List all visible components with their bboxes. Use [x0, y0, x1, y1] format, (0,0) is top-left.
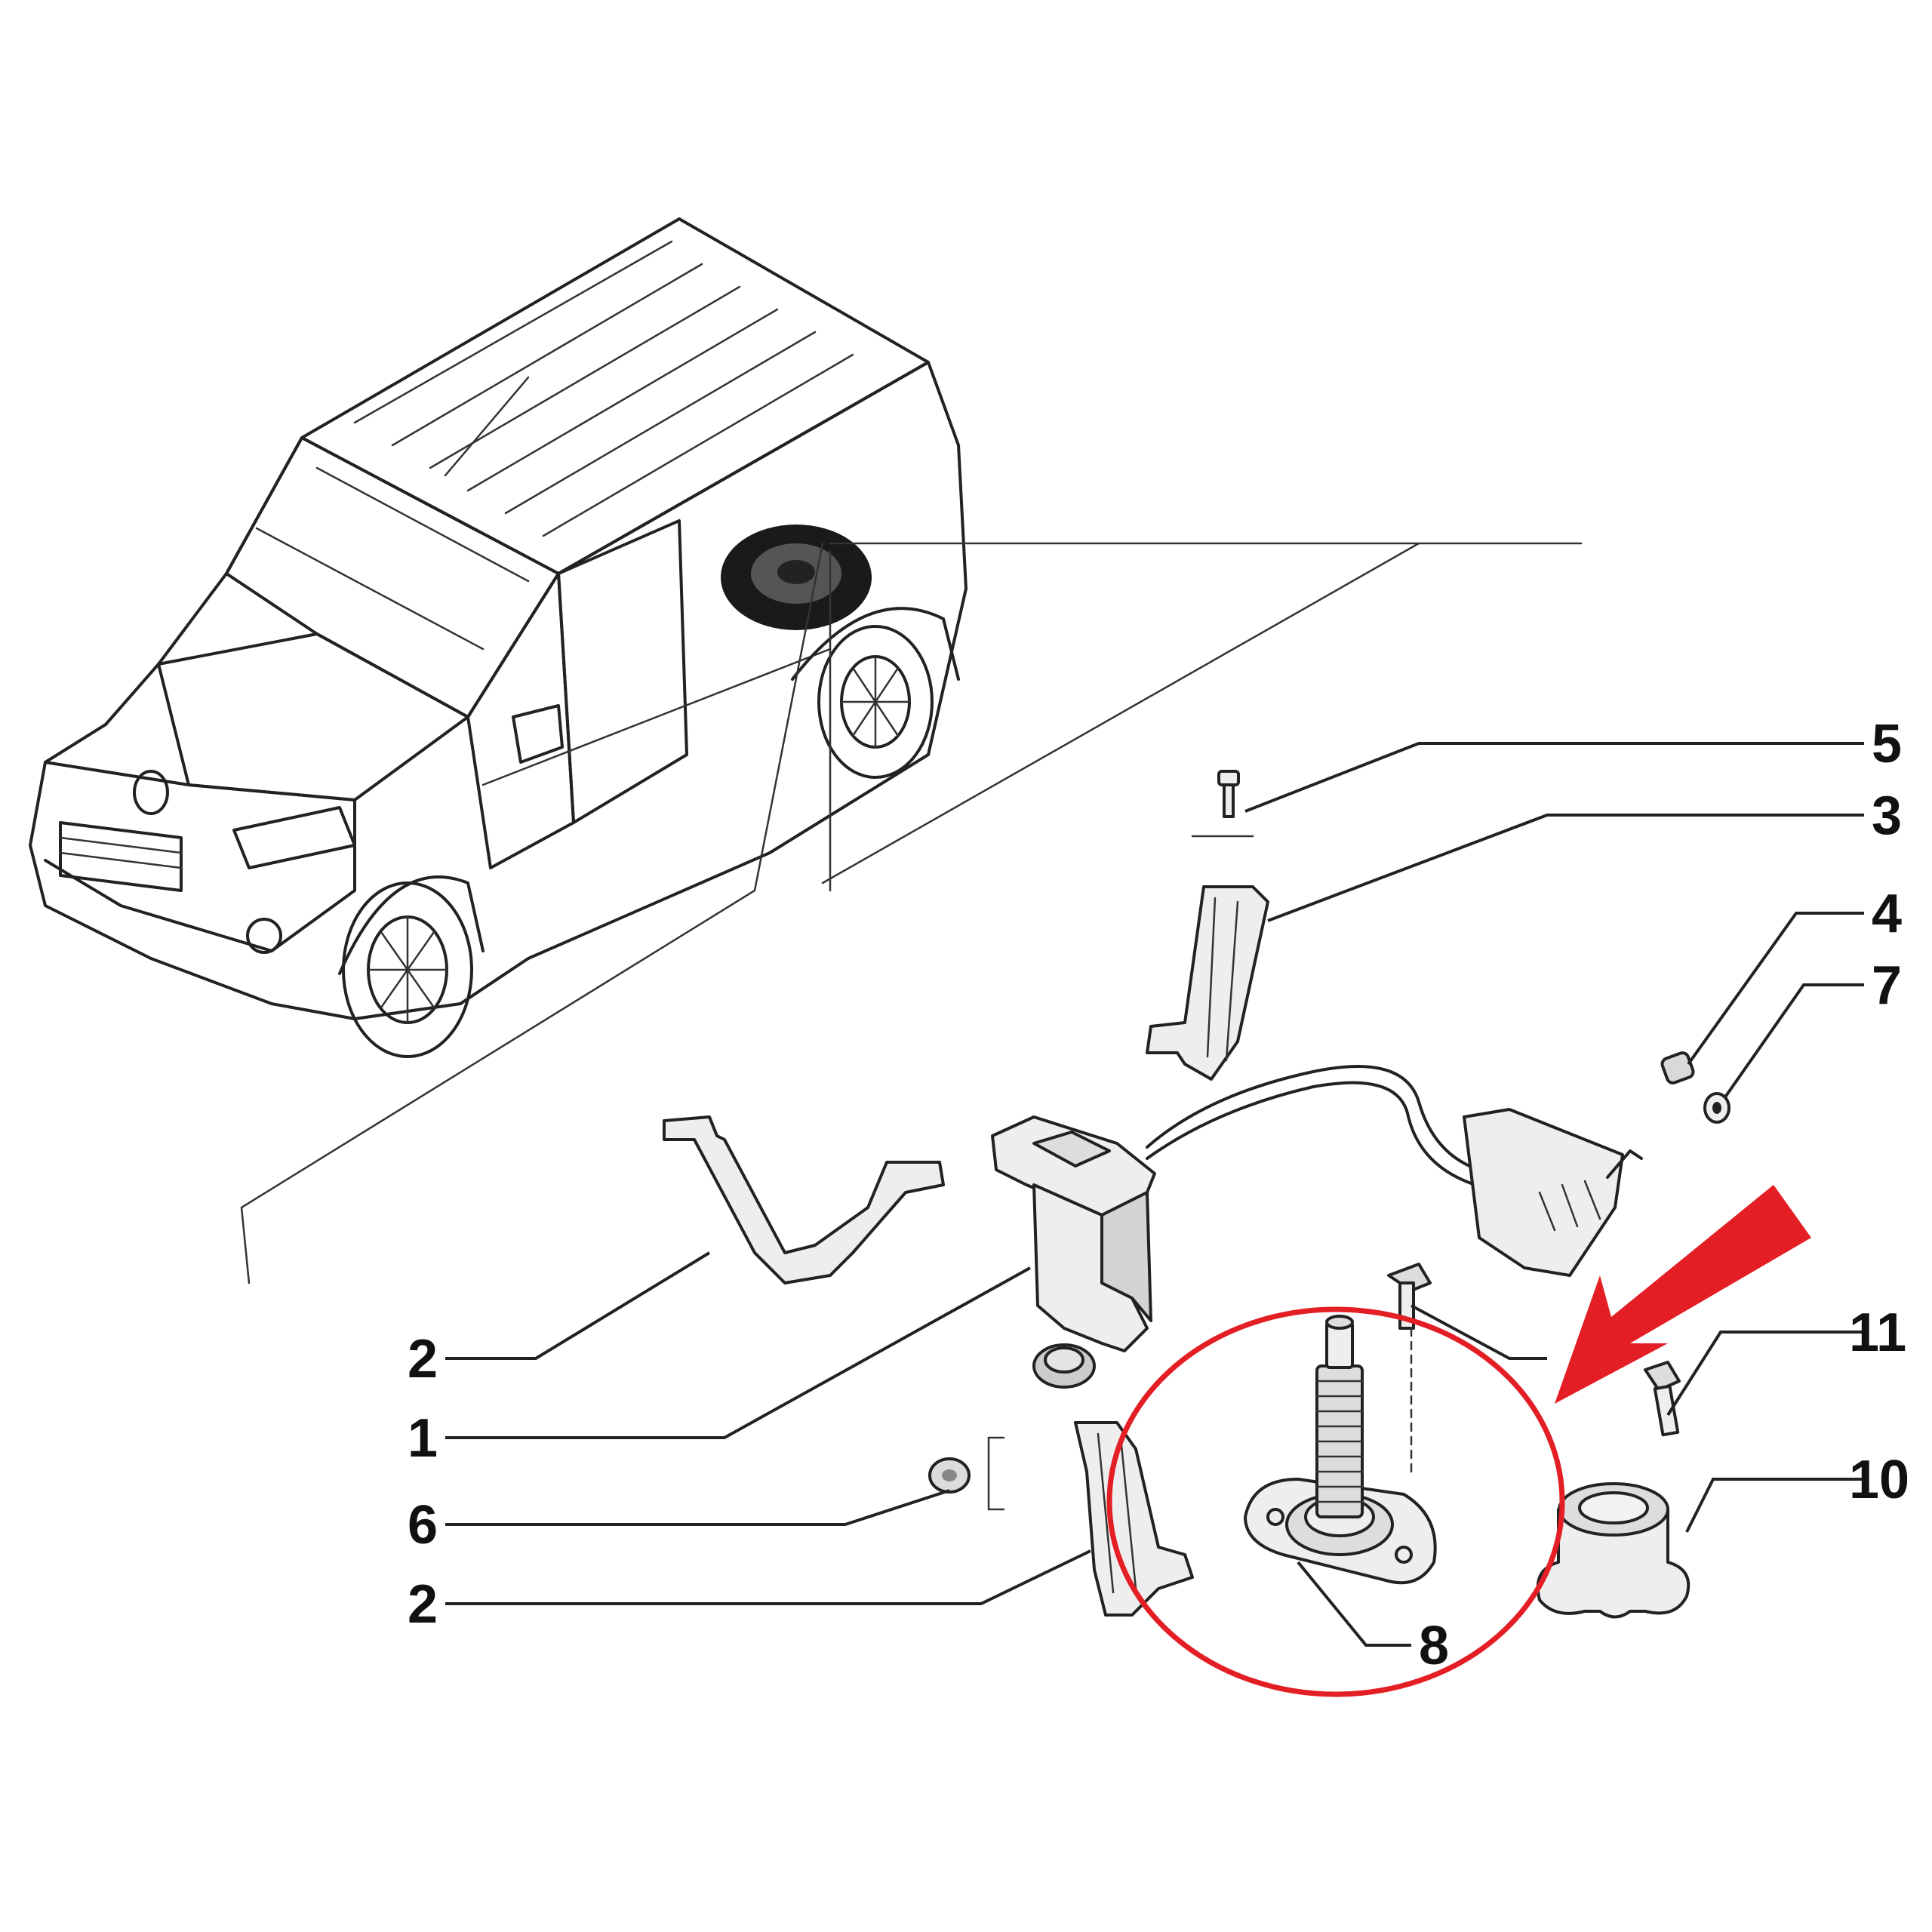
location-guides	[240, 542, 1583, 1284]
label-part-2-upper: 2	[408, 1329, 438, 1389]
label-part-8: 8	[1419, 1616, 1449, 1676]
part-2-lower-bracket	[1074, 1421, 1194, 1617]
label-part-7: 7	[1872, 955, 1902, 1016]
part-number-labels: 5 3 4 7 11 10 2 1 6 2 8	[408, 714, 1909, 1676]
label-part-2-lower: 2	[408, 1574, 438, 1635]
part-1-housing	[991, 1065, 1481, 1389]
label-part-1: 1	[408, 1408, 438, 1469]
van-illustration	[29, 217, 968, 1058]
part-2-upper-bracket	[663, 1115, 945, 1284]
label-part-10: 10	[1849, 1450, 1909, 1510]
highlight-arrow	[1555, 1185, 1811, 1404]
part-8-jack-screw	[1244, 1315, 1437, 1585]
part-7-washer	[1703, 1092, 1730, 1124]
label-part-4: 4	[1872, 884, 1902, 944]
highlight-circle	[1106, 1306, 1565, 1697]
label-part-11: 11	[1849, 1303, 1906, 1363]
label-part-3: 3	[1872, 786, 1902, 846]
label-part-5: 5	[1872, 714, 1902, 774]
part-6-nut	[928, 1457, 971, 1494]
part-cable-bracket	[1463, 1108, 1643, 1277]
label-part-6: 6	[408, 1495, 438, 1555]
leader-lines	[445, 742, 1864, 1647]
part-5-bolt	[1217, 770, 1240, 818]
part-4-nut	[1660, 1051, 1695, 1084]
part-11-bolt	[1644, 1361, 1681, 1437]
part-3-bracket	[1146, 885, 1269, 1081]
part-10-knob	[1536, 1482, 1690, 1619]
